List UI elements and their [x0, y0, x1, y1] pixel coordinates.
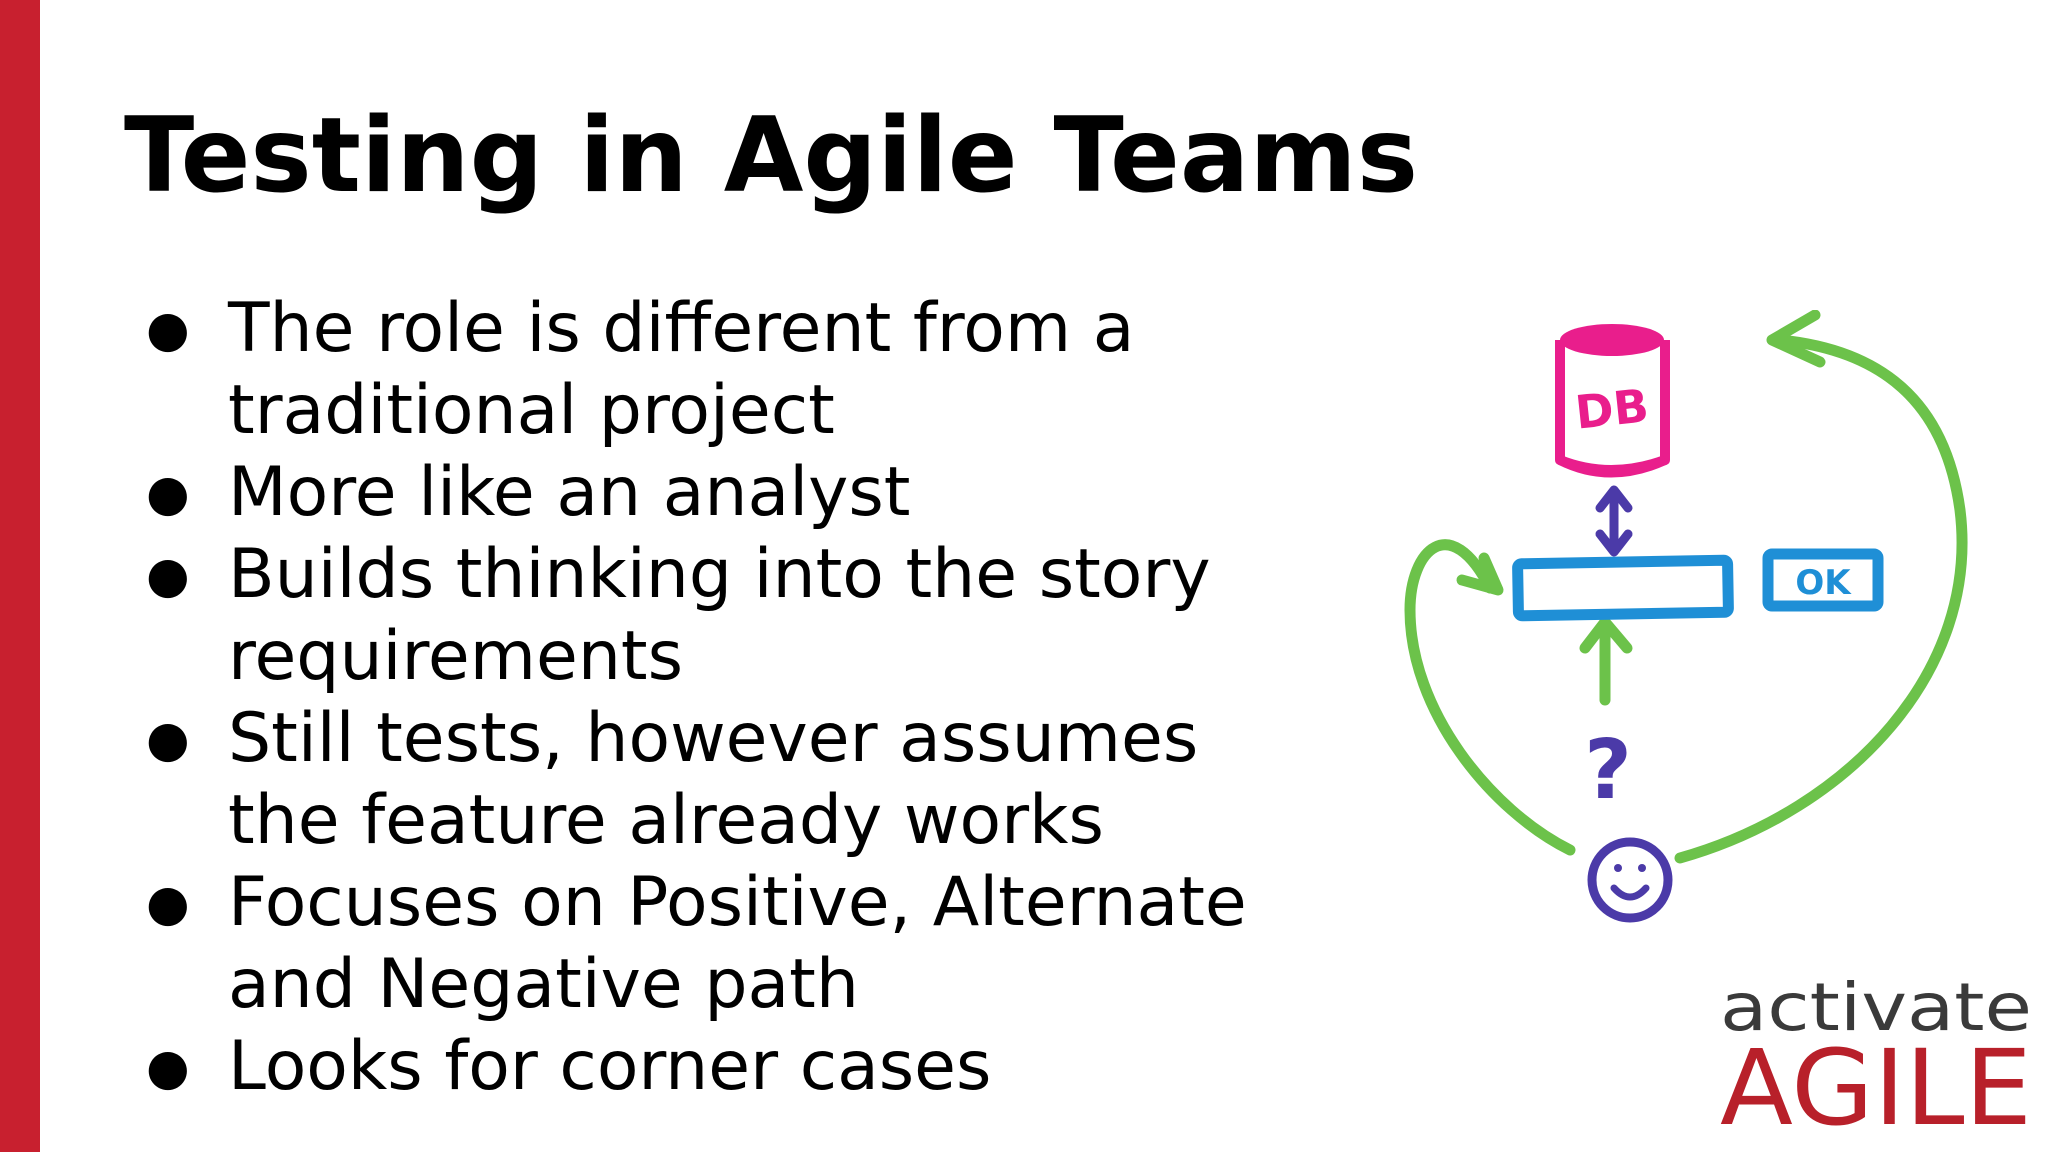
bullet-item: ● The role is different from a traditiona…: [140, 288, 1300, 452]
bullet-text: Focuses on Positive, Alternate and Negat…: [228, 863, 1247, 1024]
bullet-text: Still tests, however assumes the feature…: [228, 699, 1199, 860]
bullet-dot-icon: ●: [146, 464, 190, 522]
accent-bar: [0, 0, 40, 1152]
input-field-icon: [1512, 554, 1734, 622]
ok-label: OK: [1795, 563, 1852, 603]
logo-line-activate: activate: [1720, 969, 2032, 1046]
bullet-dot-icon: ●: [146, 710, 190, 768]
bullet-item: ● Builds thinking into the story requirem…: [140, 534, 1300, 698]
bullet-text: More like an analyst: [228, 453, 911, 532]
db-label: DB: [1573, 378, 1651, 439]
bullet-text: Looks for corner cases: [228, 1027, 992, 1106]
ok-button-icon: OK: [1762, 548, 1884, 612]
bullet-dot-icon: ●: [146, 1038, 190, 1096]
green-arrowhead-up: [1579, 616, 1633, 654]
activate-agile-logo: activate AGILE: [1720, 969, 2032, 1136]
green-loop-arrow-right: [1674, 334, 1968, 864]
bullet-item: ● Looks for corner cases: [140, 1026, 1300, 1108]
green-arrowhead-left: [1456, 552, 1504, 596]
bullet-dot-icon: ●: [146, 874, 190, 932]
bullet-list: ● The role is different from a traditiona…: [140, 288, 1300, 1108]
question-mark-icon: ?: [1584, 723, 1632, 818]
green-loop-arrow-left: [1404, 539, 1576, 856]
bullet-text: The role is different from a traditional…: [228, 289, 1135, 450]
bullet-item: ● More like an analyst: [140, 452, 1300, 534]
slide-title: Testing in Agile Teams: [124, 96, 1419, 216]
two-way-arrow-icon: [1595, 485, 1633, 557]
database-icon: DB: [1555, 324, 1670, 478]
bullet-text: Builds thinking into the story requireme…: [228, 535, 1211, 696]
bullet-item: ● Still tests, however assumes the featur…: [140, 698, 1300, 862]
logo-line-agile: AGILE: [1720, 1027, 2032, 1136]
green-arrowhead-right: [1766, 310, 1826, 368]
bullet-item: ● Focuses on Positive, Alternate and Nega…: [140, 862, 1300, 1026]
testing-flow-sketch: DB OK ?: [1404, 310, 1968, 923]
bullet-dot-icon: ●: [146, 300, 190, 358]
user-smiley-icon: [1587, 837, 1673, 923]
bullet-dot-icon: ●: [146, 546, 190, 604]
